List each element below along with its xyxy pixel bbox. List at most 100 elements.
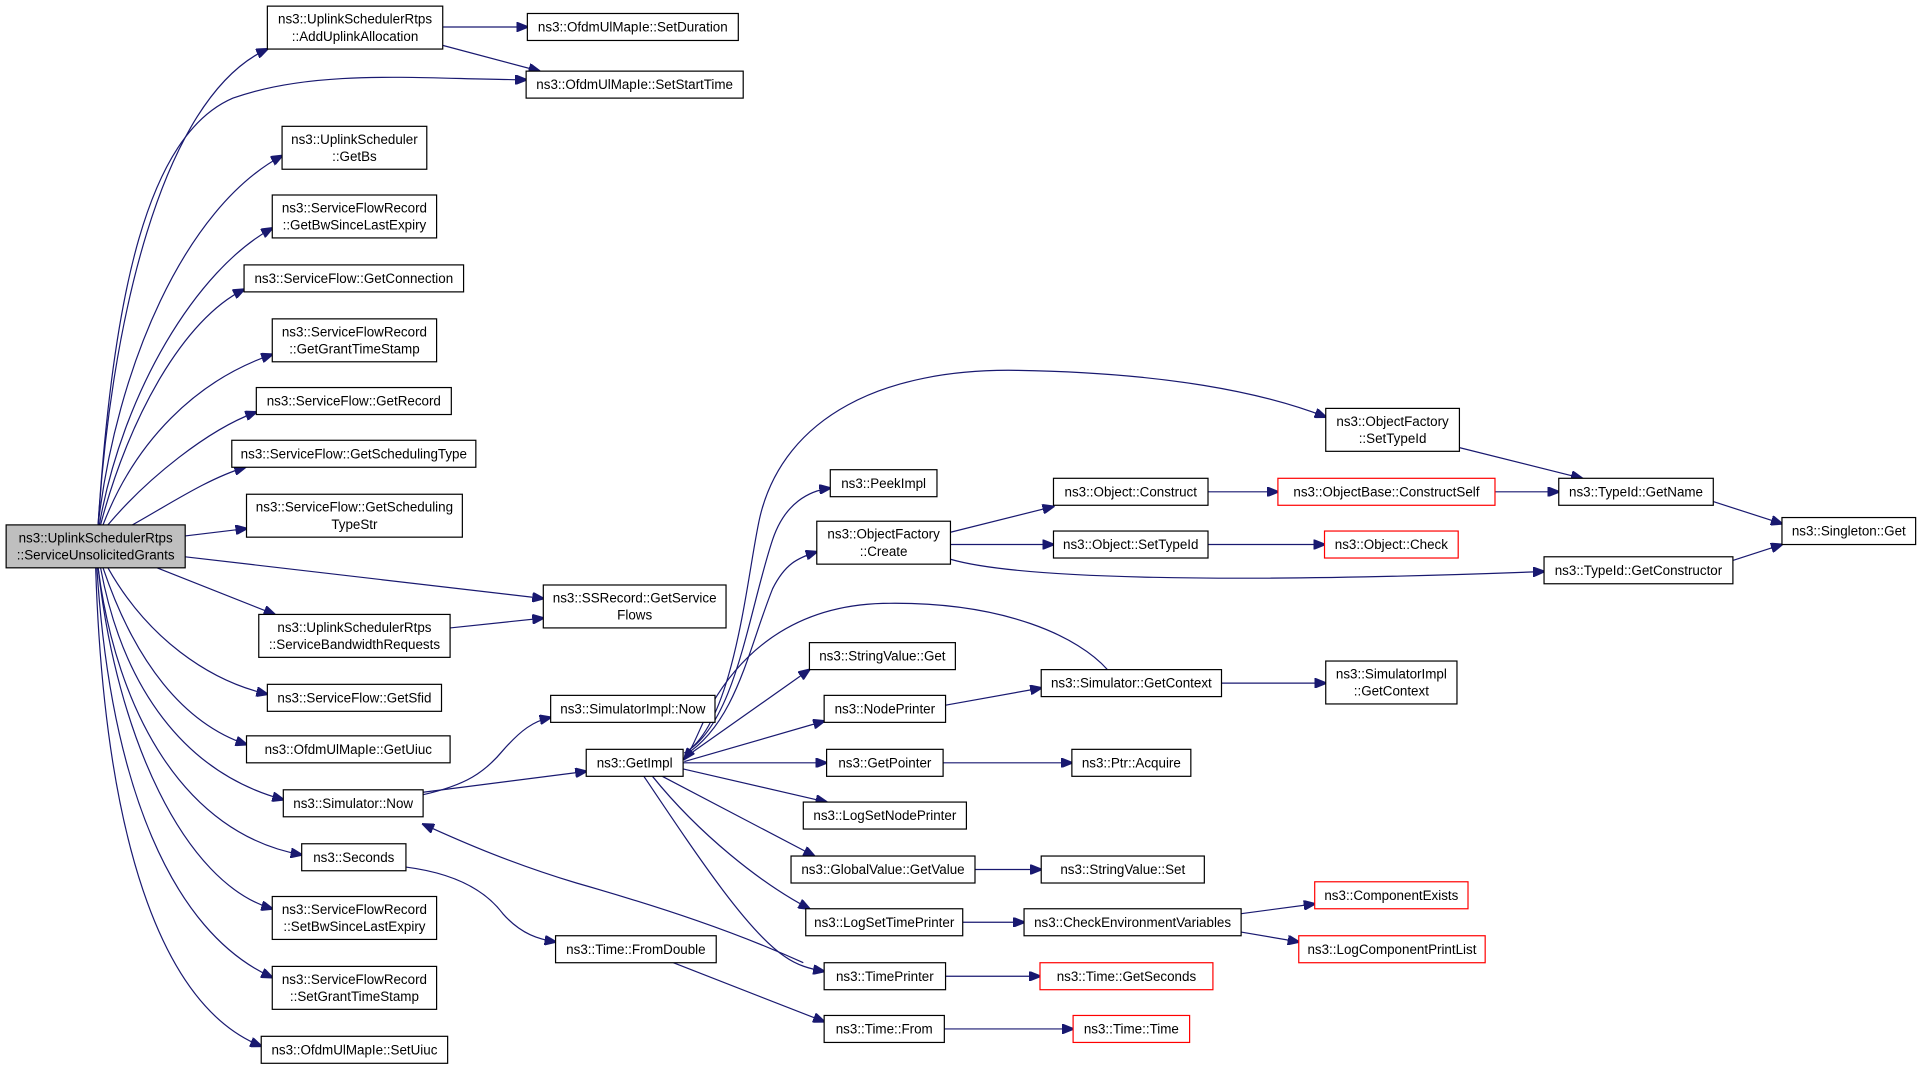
node-label: ns3::LogComponentPrintList [1307,942,1476,957]
edge-path [97,568,272,978]
node-setGrantTS[interactable]: ns3::ServiceFlowRecord::SetGrantTimeStam… [271,965,438,1010]
node-label: ns3::OfdmUlMapIe::SetDuration [538,20,728,35]
node-simImplGetContext[interactable]: ns3::SimulatorImpl::GetContext [1325,660,1458,705]
node-box [266,5,444,50]
node-componentExists[interactable]: ns3::ComponentExists [1314,881,1469,910]
node-setBwSince[interactable]: ns3::ServiceFlowRecord::SetBwSinceLastEx… [271,895,438,941]
node-simNow[interactable]: ns3::Simulator::Now [282,789,424,818]
node-seconds[interactable]: ns3::Seconds [301,843,407,872]
node-setStartTime[interactable]: ns3::OfdmUlMapIe::SetStartTime [525,70,744,99]
edge-root-to-serviceBwReq [157,568,275,615]
node-checkEnv[interactable]: ns3::CheckEnvironmentVariables [1023,908,1242,937]
node-typeIdGetCtor[interactable]: ns3::TypeId::GetConstructor [1543,556,1734,585]
node-label: ns3::StringValue::Get [819,649,946,664]
edge-path [644,776,824,971]
node-label: ns3::Singleton::Get [1792,524,1906,539]
node-root[interactable]: ns3::UplinkSchedulerRtps::ServiceUnsolic… [5,524,186,569]
edge-path [101,289,244,524]
node-nodePrinter[interactable]: ns3::NodePrinter [823,694,947,723]
node-simImplNow[interactable]: ns3::SimulatorImpl::Now [550,694,716,723]
node-label: ns3::ServiceFlow::GetRecord [267,394,441,409]
node-box [1323,530,1459,559]
node-ofSetTypeId[interactable]: ns3::ObjectFactory::SetTypeId [1325,407,1461,452]
node-getImpl[interactable]: ns3::GetImpl [585,748,684,777]
node-getBs[interactable]: ns3::UplinkScheduler::GetBs [281,125,428,170]
node-constructSelf[interactable]: ns3::ObjectBase::ConstructSelf [1277,477,1496,506]
node-box [282,789,424,818]
node-typeIdGetName[interactable]: ns3::TypeId::GetName [1558,477,1714,506]
node-label: ns3::UplinkSchedulerRtps [278,12,432,27]
edge-typeIdGetName-to-singletonGet [1713,502,1782,524]
edge-path [98,77,526,525]
node-simGetContext[interactable]: ns3::Simulator::GetContext [1040,669,1223,698]
node-logSetTimePrinter[interactable]: ns3::LogSetTimePrinter [805,908,964,937]
edge-path [406,867,556,942]
node-label: ns3::OfdmUlMapIe::SetStartTime [536,77,733,92]
node-box [585,748,684,777]
node-objCheck[interactable]: ns3::Object::Check [1323,530,1459,559]
edge-path [450,618,543,628]
node-box [790,855,976,884]
edge-path [157,568,275,615]
node-logComponentPrintList[interactable]: ns3::LogComponentPrintList [1298,935,1486,964]
node-label: ::GetBwSinceLastExpiry [283,218,427,233]
node-label: ns3::SimulatorImpl [1336,667,1447,682]
edge-getImpl-to-logSetNodePrinter [683,769,826,802]
edge-root-to-getBs [98,156,282,525]
node-setUiuc[interactable]: ns3::OfdmUlMapIe::SetUiuc [260,1035,449,1064]
node-addUplink[interactable]: ns3::UplinkSchedulerRtps::AddUplinkAlloc… [266,5,444,50]
node-singletonGet[interactable]: ns3::Singleton::Get [1781,516,1917,546]
node-timeGetSeconds[interactable]: ns3::Time::GetSeconds [1039,962,1214,991]
edge-path [98,49,267,525]
node-objSetTypeId[interactable]: ns3::Object::SetTypeId [1052,530,1209,559]
edge-fromDouble-to-timeFrom [673,963,824,1022]
edge-path [684,370,1325,753]
node-peekImpl[interactable]: ns3::PeekImpl [829,469,938,498]
node-objConstruct[interactable]: ns3::Object::Construct [1052,477,1209,506]
node-ptrAcquire[interactable]: ns3::Ptr::Acquire [1071,748,1192,777]
node-box [1072,1014,1191,1044]
node-getBwSince[interactable]: ns3::ServiceFlowRecord::GetBwSinceLastEx… [271,194,438,239]
node-fromDouble[interactable]: ns3::Time::FromDouble [554,935,717,964]
node-timePrinter[interactable]: ns3::TimePrinter [823,962,947,991]
node-svGet[interactable]: ns3::StringValue::Get [808,642,956,671]
node-box [1314,881,1469,910]
node-serviceBwReq[interactable]: ns3::UplinkSchedulerRtps::ServiceBandwid… [258,613,451,658]
node-label: ::ServiceBandwidthRequests [269,637,440,652]
node-getSfid[interactable]: ns3::ServiceFlow::GetSfid [266,683,443,712]
edge-getImpl-to-ofSetTypeId [684,370,1325,753]
node-gvGetValue[interactable]: ns3::GlobalValue::GetValue [790,855,976,884]
node-logSetNodePrinter[interactable]: ns3::LogSetNodePrinter [802,801,968,830]
edge-path [98,156,282,525]
node-timeTime[interactable]: ns3::Time::Time [1072,1014,1191,1044]
node-label: ns3::ServiceFlow::GetSchedulingType [241,446,467,461]
node-label: ns3::ServiceFlow::GetScheduling [256,500,453,515]
node-getPointer[interactable]: ns3::GetPointer [825,748,944,777]
node-svSet[interactable]: ns3::StringValue::Set [1040,855,1205,884]
edge-checkEnv-to-logComponentPrintList [1241,932,1299,942]
edge-root-to-getConnection [101,289,244,524]
node-label: ns3::GetPointer [838,755,932,770]
edge-path [423,824,803,963]
node-label: ::AddUplinkAllocation [292,29,419,44]
edge-root-to-seconds [98,568,302,855]
node-getSchedType[interactable]: ns3::ServiceFlow::GetSchedulingType [231,439,477,468]
edge-typeIdGetCtor-to-singletonGet [1733,545,1782,561]
node-setDuration[interactable]: ns3::OfdmUlMapIe::SetDuration [526,12,739,42]
node-getConnection[interactable]: ns3::ServiceFlow::GetConnection [243,264,465,293]
edge-path [673,963,824,1022]
edge-getImpl-to-peekImpl [684,488,830,753]
node-box [825,748,944,777]
node-timeFrom[interactable]: ns3::Time::From [823,1014,945,1044]
node-box [1040,855,1205,884]
node-getUiuc[interactable]: ns3::OfdmUlMapIe::GetUiuc [245,735,451,764]
node-getRecord[interactable]: ns3::ServiceFlow::GetRecord [255,386,452,416]
edge-getImpl-to-nodePrinter [684,721,824,761]
node-box [554,935,717,964]
node-label: ns3::LogSetNodePrinter [813,808,956,823]
node-ofCreate[interactable]: ns3::ObjectFactory::Create [816,520,952,565]
edge-path [946,688,1042,705]
node-getGrantTS[interactable]: ns3::ServiceFlowRecord::GetGrantTimeStam… [271,318,438,363]
